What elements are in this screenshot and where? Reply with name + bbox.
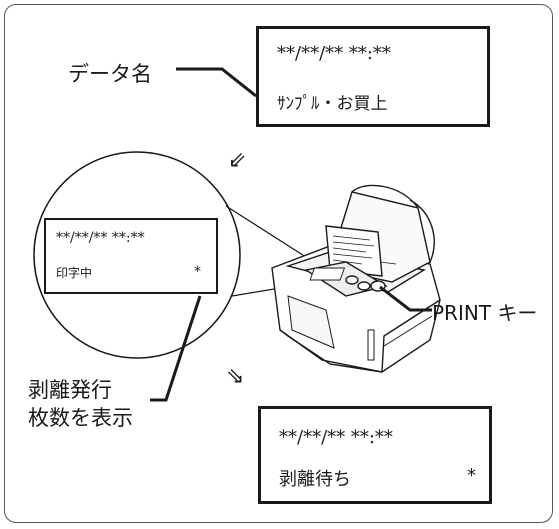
arrow-down-left-icon: ⇙ [228, 148, 247, 173]
lcd-top-data-name: ｻﾝﾌﾟﾙ・お買上 [277, 94, 388, 114]
printer-illustration [271, 184, 441, 373]
data-name-label: データ名 [68, 62, 152, 86]
diagram-frame [4, 4, 553, 523]
arrow-down-right-icon: ⇘ [226, 364, 245, 389]
lcd-display-top: **/**/** **:** ｻﾝﾌﾟﾙ・お買上 [256, 26, 490, 127]
lcd-display-bottom: **/**/** **:** 剥離待ち * [258, 406, 492, 504]
lcd-zoom-count-mark: * [194, 264, 201, 280]
data-name-leader-line [176, 67, 257, 98]
lcd-bottom-count-mark: * [467, 465, 476, 486]
lcd-top-datetime: **/**/** **:** [277, 43, 391, 64]
lcd-bottom-datetime: **/**/** **:** [279, 427, 393, 448]
lcd-bottom-peel-wait-text: 剥離待ち [279, 469, 351, 490]
print-key-label: PRINT キー [432, 301, 538, 325]
peel-count-label-line1: 剥離発行 [28, 378, 112, 402]
print-key-leader-line [379, 285, 432, 312]
lcd-zoom-printing-text: 印字中 [56, 266, 93, 280]
peel-count-leader-line [150, 295, 202, 402]
peel-count-label-line2: 枚数を表示 [28, 406, 133, 430]
lcd-display-zoom: **/**/** **:** 印字中 * [44, 218, 218, 294]
lcd-zoom-datetime: **/**/** **:** [56, 230, 145, 246]
